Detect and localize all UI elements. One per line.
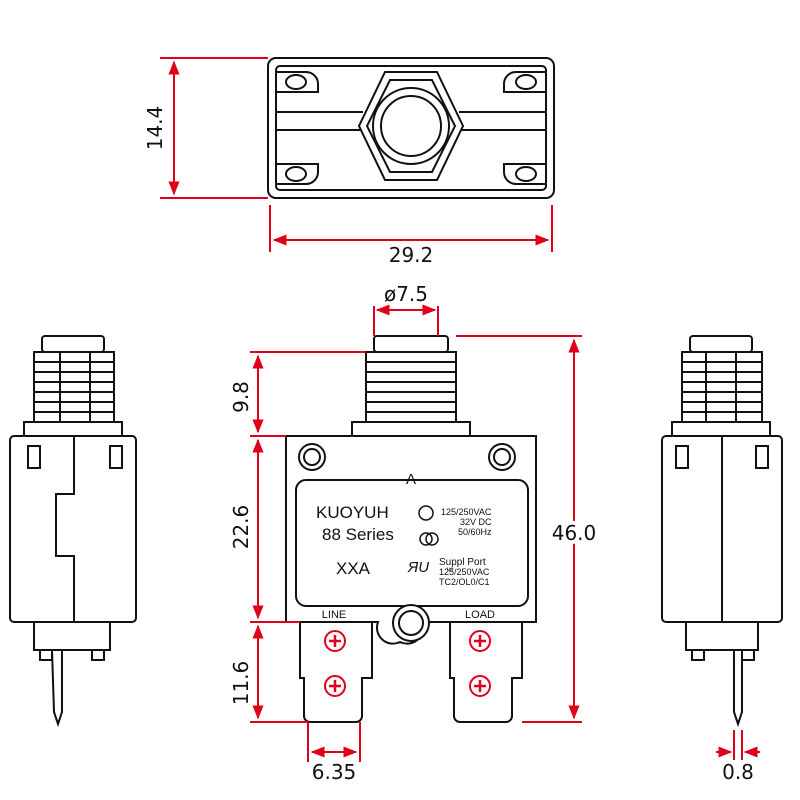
screw-line-bottom-icon [324, 675, 346, 697]
label-series: 88 Series [322, 525, 394, 544]
supp-line-1: 125/250VAC [439, 567, 490, 577]
dim-terminal-width [307, 722, 361, 762]
terminal-line-label: LINE [322, 609, 346, 621]
dim-9-8: 9.8 [229, 381, 253, 413]
dim-22-6: 22.6 [229, 505, 253, 550]
cert-mark-icon [418, 505, 439, 546]
top-dim-height [160, 57, 268, 199]
supp-line-2: TC2/OL0/C1 [439, 577, 490, 587]
spec-line-1: 125/250VAC [441, 507, 492, 517]
label-amp-letter: A [406, 471, 416, 488]
dim-11-6: 11.6 [229, 661, 253, 706]
top-dim-width [269, 205, 553, 252]
label-brand: KUOYUH [316, 503, 389, 522]
front-view [285, 335, 537, 723]
dim-diameter: ø7.5 [384, 282, 428, 306]
dim-overall-height [456, 335, 582, 723]
dim-29-2: 29.2 [389, 243, 434, 267]
screw-load-top-icon [469, 630, 491, 652]
terminal-load-label: LOAD [465, 609, 495, 621]
cert-sub: us [447, 567, 453, 573]
top-view [267, 57, 555, 199]
dim-0-8: 0.8 [722, 760, 754, 784]
terminal-screws [324, 630, 491, 697]
dim-left-vertical [250, 351, 366, 723]
ur-mark-icon: ЯU [407, 559, 429, 576]
left-side-view [9, 335, 137, 728]
spec-line-2: 32V DC [460, 517, 492, 527]
dim-diameter-lines [373, 304, 439, 336]
screw-load-bottom-icon [469, 675, 491, 697]
dim-6-35: 6.35 [312, 760, 357, 784]
spec-line-3: 50/60Hz [458, 527, 492, 537]
dim-terminal-thickness [716, 730, 760, 760]
dim-46-0: 46.0 [552, 521, 597, 545]
screw-line-top-icon [324, 630, 346, 652]
label-rating: XXA [336, 559, 371, 578]
supp-title: Suppl Port [439, 557, 486, 568]
right-side-view [661, 335, 783, 728]
dim-14-4: 14.4 [143, 106, 167, 151]
